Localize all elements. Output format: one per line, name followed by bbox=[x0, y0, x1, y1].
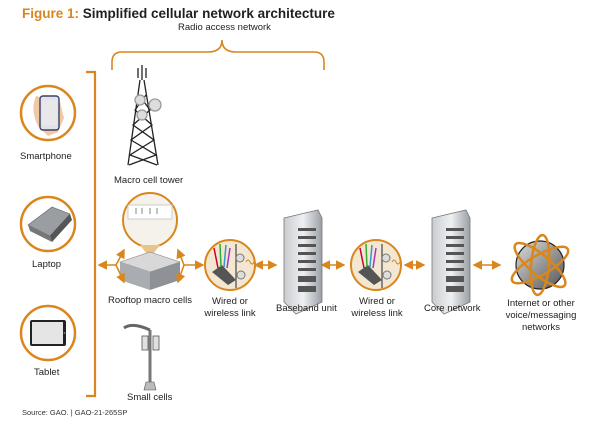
globe-icon bbox=[510, 233, 570, 297]
rooftop-label: Rooftop macro cells bbox=[108, 295, 192, 306]
link2-label-line1: Wired or bbox=[359, 296, 395, 307]
figure-title-text: Simplified cellular network architecture bbox=[82, 6, 335, 21]
figure-title: Figure 1: Simplified cellular network ar… bbox=[22, 6, 335, 21]
tablet-icon bbox=[19, 304, 77, 362]
link1-label-line2: wireless link bbox=[204, 308, 256, 319]
cable-antenna-icon bbox=[350, 239, 402, 291]
link1-label: Wired or wireless link bbox=[202, 296, 258, 320]
street-pole-small-cell-icon bbox=[123, 323, 160, 391]
cable-antenna-icon bbox=[204, 239, 256, 291]
link1-label-line1: Wired or bbox=[212, 296, 248, 307]
small-cells-label: Small cells bbox=[127, 392, 173, 403]
core-network-label: Core network bbox=[424, 303, 481, 314]
internet-label: Internet or other voice/messaging networ… bbox=[498, 298, 584, 334]
server-rack-icon bbox=[431, 209, 471, 315]
baseband-label: Baseband unit bbox=[276, 303, 337, 314]
devices-bracket bbox=[86, 70, 97, 398]
macro-tower-label: Macro cell tower bbox=[114, 175, 184, 186]
internet-label-line1: Internet or other bbox=[507, 298, 575, 309]
server-rack-icon bbox=[283, 209, 323, 315]
tablet-label: Tablet bbox=[34, 367, 60, 378]
smartphone-label: Smartphone bbox=[20, 151, 72, 162]
cell-tower-icon bbox=[127, 65, 162, 166]
smartphone-icon bbox=[19, 84, 77, 142]
internet-label-line3: networks bbox=[521, 322, 560, 333]
laptop-icon bbox=[19, 195, 77, 253]
internet-label-line2: voice/messaging bbox=[505, 310, 577, 321]
laptop-label: Laptop bbox=[32, 259, 62, 270]
link2-label: Wired or wireless link bbox=[349, 296, 405, 320]
radio-access-network-label: Radio access network bbox=[178, 22, 271, 33]
figure-label: Figure 1: bbox=[22, 6, 80, 21]
link2-label-line2: wireless link bbox=[351, 308, 403, 319]
rooftop-building-icon bbox=[119, 192, 181, 290]
source-note: Source: GAO. | GAO-21-265SP bbox=[22, 408, 128, 417]
ran-bracket bbox=[111, 39, 325, 70]
